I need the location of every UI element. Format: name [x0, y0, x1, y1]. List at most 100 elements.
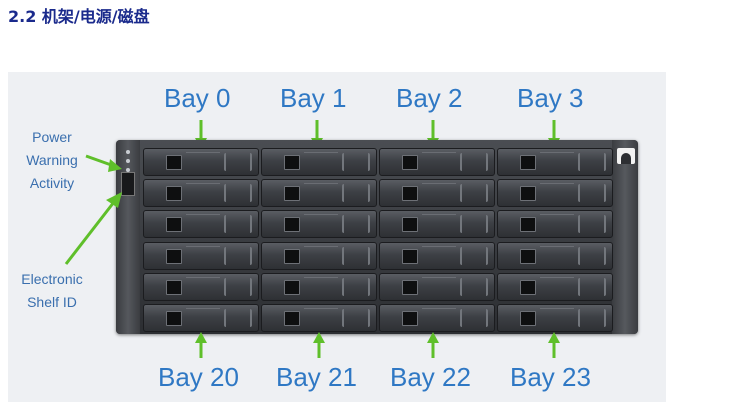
warning-label: Warning	[26, 152, 78, 168]
drive-latch-icon	[520, 155, 536, 170]
bay-label-bottom-21: Bay 21	[276, 362, 357, 392]
drive-carrier	[497, 242, 613, 270]
drive-latch-icon	[520, 280, 536, 295]
drive-latch-icon	[166, 155, 182, 170]
power-led-icon	[126, 150, 130, 154]
drive-carrier	[261, 148, 377, 176]
drive-latch-icon	[402, 280, 418, 295]
drive-handle-icon	[460, 184, 488, 202]
drive-latch-icon	[402, 186, 418, 201]
drive-ridge	[540, 246, 574, 267]
drive-carrier	[143, 304, 259, 332]
drive-latch-icon	[284, 249, 300, 264]
shelf-id-label: Shelf ID	[27, 294, 77, 310]
power-label: Power	[32, 129, 72, 145]
drive-handle-icon	[578, 215, 606, 233]
drive-carrier	[261, 242, 377, 270]
drive-latch-icon	[402, 217, 418, 232]
drive-handle-icon	[460, 278, 488, 296]
drive-latch-icon	[166, 311, 182, 326]
drive-handle-icon	[224, 278, 252, 296]
vendor-logo-icon	[617, 148, 635, 164]
shelf-id-display-icon	[121, 172, 135, 196]
drive-carrier	[143, 210, 259, 238]
drive-latch-icon	[284, 155, 300, 170]
arrow-up-icon	[427, 332, 439, 358]
drive-latch-icon	[284, 280, 300, 295]
drive-carrier	[261, 273, 377, 301]
drive-handle-icon	[342, 153, 370, 171]
drive-handle-icon	[224, 153, 252, 171]
drive-handle-icon	[342, 215, 370, 233]
drive-handle-icon	[342, 184, 370, 202]
drive-handle-icon	[578, 153, 606, 171]
drive-handle-icon	[578, 247, 606, 265]
drive-latch-icon	[284, 311, 300, 326]
drive-carrier	[261, 179, 377, 207]
drive-carrier	[379, 179, 495, 207]
drive-carrier	[379, 148, 495, 176]
drive-ridge	[422, 246, 456, 267]
drive-ridge	[304, 152, 338, 173]
drive-latch-icon	[520, 249, 536, 264]
drive-carrier	[497, 148, 613, 176]
arrow-up-icon	[548, 332, 560, 358]
drive-ridge	[304, 183, 338, 204]
drive-ridge	[422, 214, 456, 235]
drive-latch-icon	[166, 186, 182, 201]
drive-ridge	[304, 246, 338, 267]
drive-carrier	[143, 273, 259, 301]
drive-handle-icon	[224, 184, 252, 202]
indicator-labels: Power Warning Activity	[20, 126, 84, 195]
arrow-up-icon	[313, 332, 325, 358]
warning-led-icon	[126, 159, 130, 163]
electronic-label: Electronic	[21, 271, 83, 287]
drive-handle-icon	[578, 278, 606, 296]
drive-handle-icon	[342, 309, 370, 327]
drive-latch-icon	[166, 217, 182, 232]
drive-carrier	[143, 179, 259, 207]
drive-ridge	[422, 152, 456, 173]
drive-latch-icon	[520, 186, 536, 201]
drive-carrier	[379, 273, 495, 301]
arrow-to-shelf-id-icon	[64, 192, 122, 265]
drive-latch-icon	[402, 311, 418, 326]
drive-ridge	[304, 214, 338, 235]
drive-ridge	[540, 152, 574, 173]
bay-label-top-3: Bay 3	[517, 83, 584, 113]
activity-label: Activity	[29, 175, 75, 191]
drive-ridge	[186, 152, 220, 173]
drive-handle-icon	[578, 184, 606, 202]
drive-ridge	[186, 214, 220, 235]
drive-handle-icon	[460, 247, 488, 265]
drive-ridge	[540, 308, 574, 329]
drive-ridge	[422, 277, 456, 298]
bay-label-bottom-22: Bay 22	[390, 362, 471, 392]
drive-ridge	[186, 277, 220, 298]
activity-led-icon	[126, 168, 130, 172]
drive-carrier	[261, 304, 377, 332]
drive-latch-icon	[166, 249, 182, 264]
bay-label-top-2: Bay 2	[396, 83, 463, 113]
arrow-to-indicators-icon	[85, 154, 122, 172]
drive-ridge	[540, 183, 574, 204]
drive-carrier	[261, 210, 377, 238]
drive-ridge	[304, 277, 338, 298]
drive-ridge	[186, 308, 220, 329]
drive-latch-icon	[520, 217, 536, 232]
drive-handle-icon	[460, 153, 488, 171]
drive-ridge	[540, 277, 574, 298]
drive-carrier	[379, 242, 495, 270]
drive-latch-icon	[166, 280, 182, 295]
bay-label-bottom-23: Bay 23	[510, 362, 591, 392]
drive-latch-icon	[402, 155, 418, 170]
drive-carrier	[143, 242, 259, 270]
bay-label-top-0: Bay 0	[164, 83, 231, 113]
drive-ridge	[422, 308, 456, 329]
drive-handle-icon	[460, 309, 488, 327]
drive-carrier	[497, 179, 613, 207]
drive-carrier	[497, 304, 613, 332]
drive-ridge	[540, 214, 574, 235]
drive-carrier	[497, 210, 613, 238]
drive-latch-icon	[520, 311, 536, 326]
